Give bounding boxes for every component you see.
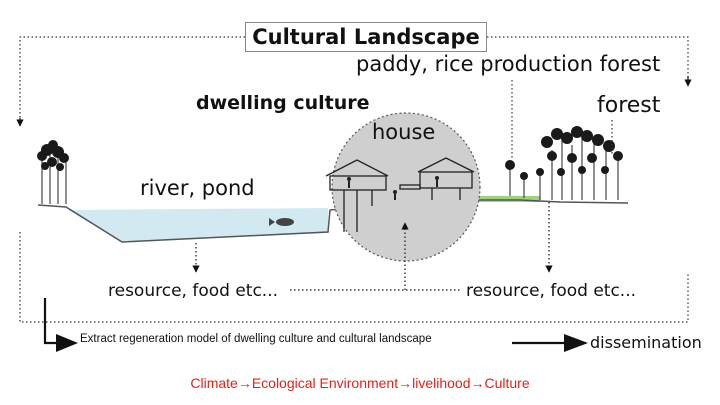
dwelling-circle	[331, 112, 481, 262]
water-body	[68, 208, 328, 242]
diagram-title: Cultural Landscape	[245, 22, 487, 52]
label-paddy: paddy, rice production forest	[356, 52, 661, 76]
resource-arrows	[192, 202, 553, 291]
flow-arrowhead-right	[564, 334, 588, 352]
person-icons	[347, 176, 439, 200]
house-left-icon	[325, 159, 389, 232]
trees-right-icon	[505, 126, 623, 200]
fish-icon	[269, 218, 294, 226]
trees-left-icon	[37, 140, 69, 204]
label-resource-right: resource, food etc...	[466, 281, 636, 301]
label-dwelling-culture: dwelling culture	[196, 92, 370, 114]
label-house: house	[372, 120, 436, 144]
label-dissemination: dissemination	[590, 333, 702, 352]
label-forest: forest	[597, 93, 661, 118]
label-resource-left: resource, food etc...	[108, 281, 278, 301]
footer-caption: Climate→Ecological Environment→livelihoo…	[190, 375, 530, 391]
flow-elbow-line	[43, 298, 58, 345]
label-river-pond: river, pond	[140, 176, 255, 200]
house-right-icon	[399, 157, 475, 200]
outer-dotted-frame	[19, 36, 689, 323]
flow-arrowhead-left	[56, 334, 78, 352]
label-extract-model: Extract regeneration model of dwelling c…	[80, 333, 432, 345]
